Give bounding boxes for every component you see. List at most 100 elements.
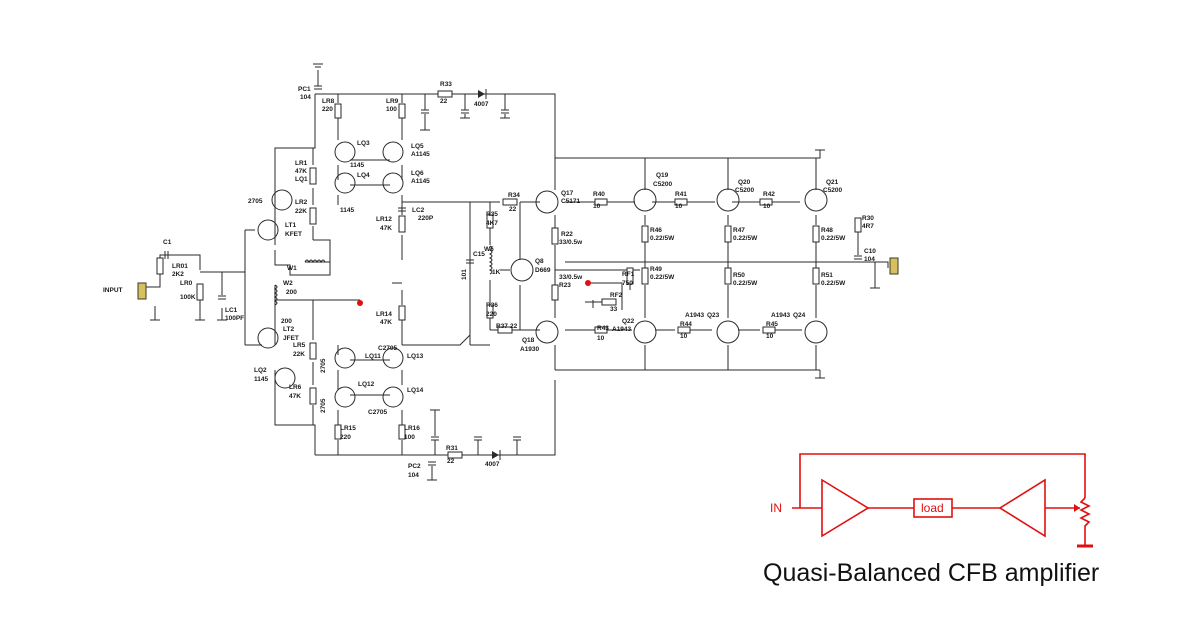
- label-r47: R47: [733, 227, 745, 234]
- label-022-r48: 0.22/5W: [821, 235, 846, 242]
- label-q17: Q17: [561, 190, 574, 197]
- label-750: 750: [622, 280, 633, 287]
- label-pc1: PC1: [298, 86, 311, 93]
- label-lq4: LQ4: [357, 172, 370, 179]
- buffer-triangle: [998, 478, 1046, 538]
- label-022-r47: 0.22/5W: [733, 235, 758, 242]
- label-200-lt2: 200: [281, 318, 292, 325]
- label-lr5: LR5: [293, 342, 306, 349]
- label-c5200-q21: C5200: [823, 187, 843, 194]
- diagram-caption: Quasi-Balanced CFB amplifier: [763, 559, 1099, 587]
- label-a1145-lq5: A1145: [411, 151, 430, 158]
- label-pc2: PC2: [408, 463, 421, 470]
- label-lc2: LC2: [412, 207, 425, 214]
- label-200-w2: 200: [286, 289, 297, 296]
- ground-symbols: [150, 63, 880, 481]
- label-lq11: LQ11: [365, 353, 381, 360]
- connector-symbols: [137, 257, 899, 300]
- label-c1: C1: [163, 239, 172, 246]
- label-c10: C10: [864, 248, 876, 255]
- label-lq14: LQ14: [407, 387, 424, 394]
- label-lq12: LQ12: [358, 381, 375, 388]
- label-r48: R48: [821, 227, 833, 234]
- component-labels: INPUT C1 LR01 2K2 LR0 100K LC1 100PF PC1…: [103, 81, 876, 479]
- label-r44: R44: [680, 321, 692, 328]
- label-104-pc2: 104: [408, 472, 419, 479]
- label-lr14: LR14: [376, 311, 392, 318]
- label-lc1: LC1: [225, 307, 238, 314]
- label-100pf: 100PF: [225, 315, 244, 322]
- transistor-symbols: [257, 141, 828, 408]
- label-q8: Q8: [535, 258, 544, 265]
- label-lq6: LQ6: [411, 170, 424, 177]
- label-r40: R40: [593, 191, 605, 198]
- label-33-r23: 33/0.5w: [559, 274, 583, 281]
- label-47k-lr14: 47K: [380, 319, 392, 326]
- label-r22: R22: [561, 231, 573, 238]
- label-10-r44: 10: [680, 333, 688, 340]
- label-10-r40: 10: [593, 203, 601, 210]
- label-c2705-lq13: C2705: [378, 345, 398, 352]
- label-kfet: KFET: [285, 231, 302, 238]
- label-220-r36: 220: [486, 311, 497, 318]
- label-q24: Q24: [793, 312, 806, 319]
- label-r-top: R33: [440, 81, 452, 88]
- label-022-r46: 0.22/5W: [650, 235, 675, 242]
- label-a1943-q23: A1943: [685, 312, 705, 319]
- label-100-lr9: 100: [386, 106, 397, 113]
- label-lt2: LT2: [283, 326, 294, 333]
- schematic-wiring: [146, 70, 889, 456]
- label-r45: R45: [766, 321, 778, 328]
- label-input: INPUT: [103, 287, 123, 294]
- label-2705-a: 2705: [320, 358, 327, 373]
- label-lr12: LR12: [376, 216, 392, 223]
- label-q21: Q21: [826, 179, 839, 186]
- label-1145-lq3: 1145: [350, 162, 364, 169]
- label-22-bottom: 22: [447, 458, 455, 465]
- label-lr1: LR1: [295, 160, 308, 167]
- label-33-rf2: 33: [610, 306, 618, 313]
- label-r30: R30: [862, 215, 874, 222]
- label-a1145-lq6: A1145: [411, 178, 430, 185]
- label-q22: Q22: [622, 318, 635, 325]
- label-lr8: LR8: [322, 98, 335, 105]
- label-r46: R46: [650, 227, 662, 234]
- label-lr6: LR6: [289, 384, 302, 391]
- cfb-block-diagram: IN load Quasi-Balanced CFB amplifier: [763, 453, 1099, 587]
- label-10-r43: 10: [597, 335, 605, 342]
- label-r49: R49: [650, 266, 662, 273]
- label-1145-lq2: 1145: [254, 376, 268, 383]
- label-r43: R43: [597, 325, 609, 332]
- label-r35: R35: [486, 211, 498, 218]
- label-22k-lr5: 22K: [293, 351, 305, 358]
- label-rf1: RF1: [622, 271, 635, 278]
- label-w5: W5: [484, 246, 494, 253]
- label-10-r42: 10: [763, 203, 771, 210]
- label-33-r22: 33/0.5w: [559, 239, 583, 246]
- label-022-r49: 0.22/5W: [650, 274, 675, 281]
- label-104-top: 104: [300, 94, 311, 101]
- capacitor-symbols: [164, 85, 862, 466]
- label-4r7: 4R7: [862, 223, 874, 230]
- label-d669: D669: [535, 267, 551, 274]
- label-104-c10: 104: [864, 256, 875, 263]
- label-4007-top: 4007: [474, 101, 489, 108]
- label-r37: R37: [496, 323, 508, 330]
- label-4007-bottom: 4007: [485, 461, 500, 468]
- potentiometer: [1079, 497, 1091, 545]
- label-rf2: RF2: [610, 292, 623, 299]
- label-w2: W2: [283, 280, 293, 287]
- label-022-r50: 0.22/5W: [733, 280, 758, 287]
- coil-symbols: [273, 245, 493, 306]
- in-label: IN: [770, 501, 782, 515]
- label-1k: 1K: [492, 269, 501, 276]
- label-100-lr16: 100: [404, 434, 415, 441]
- label-r51: R51: [821, 272, 833, 279]
- label-2705-top: 2705: [248, 198, 263, 205]
- label-22-top: 22: [440, 98, 448, 105]
- label-r36: R36: [486, 302, 498, 309]
- label-022-r51: 0.22/5W: [821, 280, 846, 287]
- label-lq3: LQ3: [357, 140, 370, 147]
